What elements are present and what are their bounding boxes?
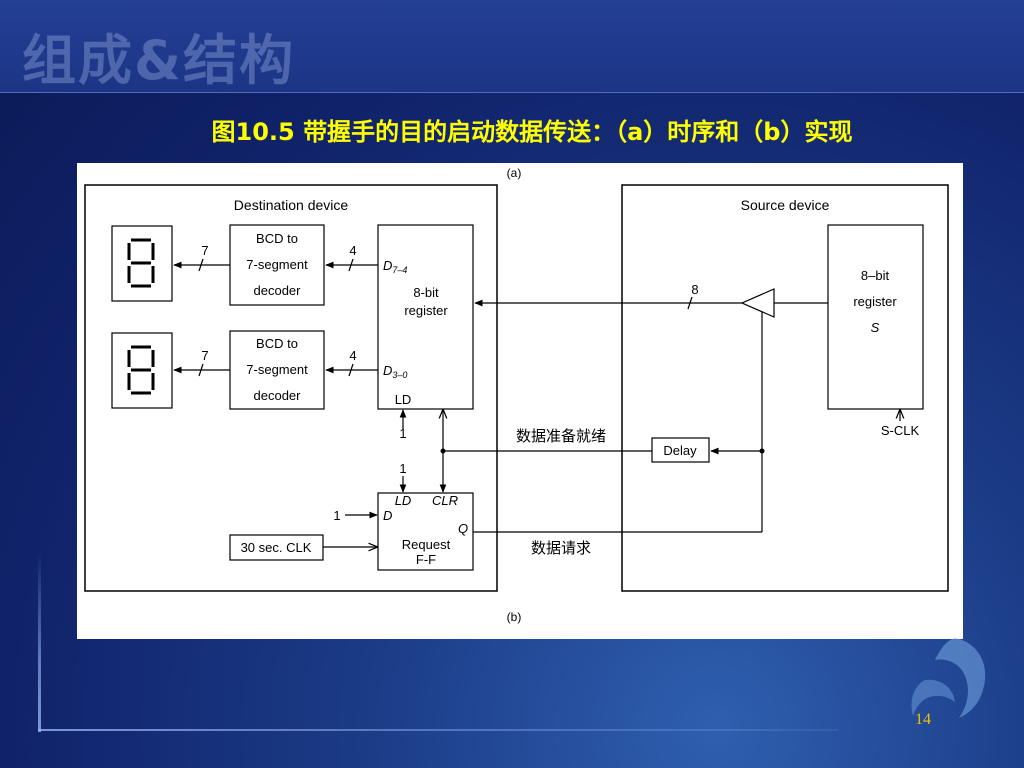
register-ld-label: LD — [395, 392, 412, 407]
register-input-high: D7–4 — [383, 258, 407, 275]
destination-register — [377, 224, 474, 410]
caption-b: (b) — [507, 610, 522, 624]
register-ld-one: 1 — [399, 426, 406, 441]
source-register-line2: register — [853, 294, 897, 309]
decoder-upper-line1: BCD to — [256, 231, 298, 246]
junction-request — [759, 448, 765, 454]
ff-q-label: Q — [458, 521, 468, 536]
annotation-data-request: 数据请求 — [531, 539, 591, 557]
destination-device-box — [84, 184, 498, 592]
ff-ld-label: LD — [395, 493, 412, 508]
source-register-line1: 8–bit — [861, 268, 890, 283]
ff-ld-one: 1 — [399, 461, 406, 476]
decoder-upper-line2: 7-segment — [246, 257, 308, 272]
decoder-lower-line3: decoder — [254, 388, 302, 403]
destination-device-title: Destination device — [234, 197, 349, 213]
source-device-box — [621, 184, 949, 592]
bus-width-decoder-upper: 4 — [349, 243, 356, 258]
annotation-data-ready: 数据准备就绪 — [516, 427, 606, 445]
clock-30sec-label: 30 sec. CLK — [241, 540, 312, 555]
diagram-figure: (a) Destination device BCD to 7-segment … — [77, 163, 963, 639]
decoder-lower-line1: BCD to — [256, 336, 298, 351]
source-device-title: Source device — [741, 197, 830, 213]
bcd-decoder-upper — [229, 224, 325, 306]
tristate-buffer — [740, 288, 775, 318]
bcd-decoder-lower — [229, 330, 325, 410]
header-band — [0, 0, 1024, 93]
decorative-line-horizontal — [38, 729, 838, 731]
destination-register-line2: register — [404, 303, 448, 318]
page-number: 14 — [915, 711, 931, 728]
bus-width-display-upper: 7 — [201, 243, 208, 258]
data-bus-width: 8 — [691, 282, 698, 297]
ff-name-line1: Request — [402, 537, 451, 552]
decoder-lower-line2: 7-segment — [246, 362, 308, 377]
bus-width-decoder-lower: 4 — [349, 348, 356, 363]
ff-d-label: D — [383, 508, 392, 523]
ff-name-line2: F-F — [416, 552, 436, 567]
request-flip-flop — [377, 492, 474, 571]
handshake-diagram: (a) Destination device BCD to 7-segment … — [84, 166, 949, 624]
delay-box — [651, 437, 710, 463]
caption-a: (a) — [507, 166, 522, 180]
delay-label: Delay — [663, 443, 697, 458]
source-clock-label: S-CLK — [881, 423, 920, 438]
destination-register-line1: 8-bit — [413, 285, 439, 300]
bus-width-display-lower: 7 — [201, 348, 208, 363]
watermark-title: 组成&结构 — [22, 29, 296, 92]
clock-30sec-box — [229, 534, 324, 561]
slide-title: 图10.5 带握手的目的启动数据传送：（a）时序和（b）实现 — [211, 118, 853, 146]
ff-clr-label: CLR — [432, 493, 458, 508]
dolphin-logo — [911, 638, 986, 718]
decorative-line-vertical — [38, 552, 41, 732]
source-register — [827, 224, 924, 410]
ff-d-one: 1 — [333, 508, 340, 523]
decoder-upper-line3: decoder — [254, 283, 302, 298]
seven-segment-display-upper — [111, 225, 173, 302]
register-input-low: D3–0 — [383, 363, 407, 380]
seven-segment-display-lower — [111, 332, 173, 409]
source-register-name: S — [871, 320, 880, 335]
